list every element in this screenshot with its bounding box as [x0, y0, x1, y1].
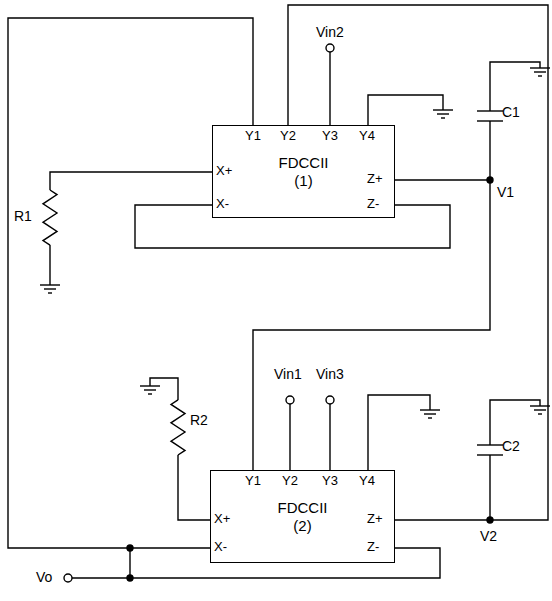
signal-name: C2 [502, 438, 520, 454]
signal-name: V2 [480, 528, 497, 544]
output-terminal [64, 574, 72, 582]
pin-name: Y1 [245, 128, 261, 144]
pin-name: Z+ [367, 171, 383, 187]
pin-name: Y4 [359, 473, 375, 489]
input-terminal [326, 396, 334, 404]
pin-name: Z- [367, 539, 379, 555]
pin-name: X- [216, 196, 229, 212]
wire-connector [253, 180, 490, 470]
block-name: FDCCII (2) [271, 499, 335, 535]
ground-symbol [530, 406, 550, 414]
wire [49, 245, 50, 285]
wire [489, 121, 490, 180]
wire [129, 548, 130, 578]
signal-name: Vin2 [316, 24, 344, 40]
wire-connector [288, 5, 548, 520]
pin-name: X+ [214, 511, 230, 527]
wire [72, 548, 440, 578]
pin-name: Y1 [245, 473, 261, 489]
signal-name: C1 [502, 104, 520, 120]
capacitor-symbol [477, 454, 503, 455]
resistor-symbol [43, 190, 57, 245]
wire [329, 52, 330, 125]
input-terminal [286, 396, 294, 404]
ground-symbol [433, 110, 453, 118]
pin-name: Z- [367, 196, 379, 212]
signal-name: Vo [36, 569, 52, 585]
signal-name: Vin1 [274, 366, 302, 382]
wire [490, 62, 540, 111]
signal-name: V1 [497, 184, 514, 200]
input-terminal [326, 44, 334, 52]
block-name: FDCCII (1) [272, 154, 336, 190]
ground-symbol [530, 68, 550, 76]
wire [368, 95, 443, 125]
wire-connector [8, 18, 253, 548]
pin-name: X+ [216, 163, 232, 179]
resistor-symbol [171, 400, 185, 455]
pin-name: Y2 [280, 128, 296, 144]
pin-name: Z+ [367, 511, 383, 527]
wire [289, 404, 290, 470]
wire [178, 455, 210, 520]
ground-symbol [420, 410, 440, 418]
pin-name: Y3 [322, 128, 338, 144]
ground-symbol [40, 285, 60, 293]
signal-name: R2 [190, 412, 208, 428]
wire [329, 404, 330, 470]
pin-name: Y2 [282, 473, 298, 489]
wire [368, 395, 430, 470]
wire [150, 378, 178, 400]
wire [50, 172, 212, 190]
junction-dot [127, 575, 133, 581]
ground-symbol [140, 386, 160, 394]
signal-name: R1 [14, 208, 32, 224]
pin-name: Y3 [322, 473, 338, 489]
wire [489, 455, 490, 520]
wire [135, 205, 450, 248]
capacitor-symbol [477, 120, 503, 121]
signal-name: Vin3 [316, 366, 344, 382]
pin-name: Y4 [359, 128, 375, 144]
pin-name: X- [214, 539, 227, 555]
